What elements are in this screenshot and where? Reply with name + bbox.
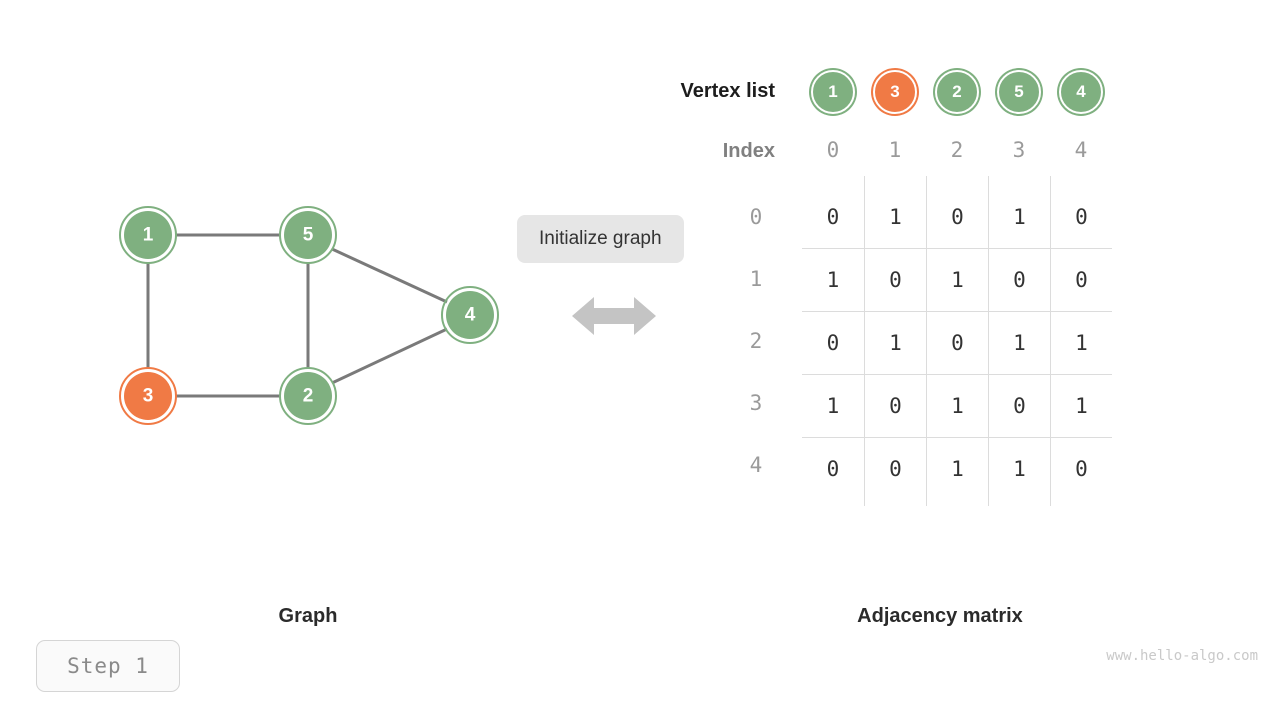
matrix-row-labels: 0 1 2 3 4	[730, 186, 782, 496]
matrix-vertical-rule	[988, 176, 989, 506]
graph-node-label: 3	[143, 386, 154, 407]
matrix-cell[interactable]: 1	[1050, 312, 1112, 374]
matrix-cell[interactable]: 0	[1050, 438, 1112, 500]
matrix-cell[interactable]: 1	[864, 186, 926, 248]
graph-edge	[331, 247, 448, 304]
matrix-cell[interactable]: 0	[864, 249, 926, 311]
operation-badge: Initialize graph	[517, 215, 684, 263]
index-cell: 0	[826, 138, 840, 162]
vertex-circle: 5	[997, 70, 1041, 114]
vertex-circle: 4	[1059, 70, 1103, 114]
graph-node-label: 5	[303, 225, 314, 246]
matrix-cell[interactable]: 0	[826, 457, 840, 481]
matrix-cell[interactable]: 1	[1050, 375, 1112, 437]
index-cell: 3	[1012, 138, 1026, 162]
vertex-circle: 1	[811, 70, 855, 114]
graph-edge-layer	[146, 233, 448, 398]
operation-label: Initialize graph	[539, 228, 662, 249]
matrix-row-label: 4	[749, 453, 763, 477]
matrix-cell[interactable]: 1	[988, 438, 1050, 500]
matrix-cell[interactable]: 0	[926, 186, 988, 248]
vertex-cell[interactable]: 4	[1050, 70, 1112, 114]
graph-node[interactable]: 2	[279, 367, 337, 425]
matrix-row-label: 0	[749, 205, 763, 229]
matrix-caption: Adjacency matrix	[857, 605, 1023, 627]
matrix-cell[interactable]: 1	[864, 312, 926, 374]
matrix-vertical-rule	[1050, 176, 1051, 506]
matrix-cell[interactable]: 0	[988, 375, 1050, 437]
vertex-circle: 2	[935, 70, 979, 114]
graph-caption: Graph	[278, 605, 338, 627]
graph-node-label: 4	[465, 305, 476, 326]
graph-edge	[331, 327, 448, 385]
double-arrow-icon	[572, 297, 656, 335]
matrix-cell[interactable]: 1	[988, 312, 1050, 374]
matrix-vertical-rule	[926, 176, 927, 506]
index-cell: 1	[888, 138, 902, 162]
graph-diagram: 1 5 4 3 2	[119, 206, 499, 425]
index-cell: 2	[950, 138, 964, 162]
graph-node-label: 2	[303, 386, 314, 407]
vertex-list-label: Vertex list	[680, 80, 775, 102]
matrix-vertical-rule	[864, 176, 865, 506]
vertex-cell[interactable]: 1	[802, 70, 864, 114]
watermark: www.hello-algo.com	[1106, 648, 1258, 664]
matrix-row-label: 3	[749, 391, 763, 415]
vertex-circle: 3	[873, 70, 917, 114]
step-label: Step 1	[67, 654, 149, 678]
index-label: Index	[722, 140, 775, 162]
graph-node[interactable]: 3	[119, 367, 177, 425]
graph-node-layer: 1 5 4 3 2	[119, 206, 499, 425]
vertex-cell[interactable]: 2	[926, 70, 988, 114]
matrix-cell[interactable]: 1	[926, 249, 988, 311]
matrix-cell[interactable]: 0	[1050, 249, 1112, 311]
graph-node[interactable]: 4	[441, 286, 499, 344]
graph-node[interactable]: 1	[119, 206, 177, 264]
matrix-cell[interactable]: 1	[826, 268, 840, 292]
step-indicator: Step 1	[36, 640, 180, 692]
matrix-cell[interactable]: 0	[988, 249, 1050, 311]
matrix-cell[interactable]: 0	[1050, 186, 1112, 248]
matrix-cell[interactable]: 0	[826, 331, 840, 355]
matrix-cell[interactable]: 1	[826, 394, 840, 418]
index-cell: 4	[1074, 138, 1088, 162]
matrix-cell[interactable]: 1	[988, 186, 1050, 248]
index-row: 0 1 2 3 4	[802, 138, 1112, 162]
matrix-cell[interactable]: 1	[926, 438, 988, 500]
matrix-cell[interactable]: 0	[864, 375, 926, 437]
matrix-cell[interactable]: 0	[826, 205, 840, 229]
vertex-cell[interactable]: 5	[988, 70, 1050, 114]
graph-node[interactable]: 5	[279, 206, 337, 264]
graph-node-label: 1	[143, 225, 154, 246]
matrix-row-label: 1	[749, 267, 763, 291]
matrix-cell[interactable]: 1	[926, 375, 988, 437]
matrix-cell[interactable]: 0	[926, 312, 988, 374]
matrix-row-label: 2	[749, 329, 763, 353]
vertex-cell[interactable]: 3	[864, 70, 926, 114]
matrix-cell[interactable]: 0	[864, 438, 926, 500]
